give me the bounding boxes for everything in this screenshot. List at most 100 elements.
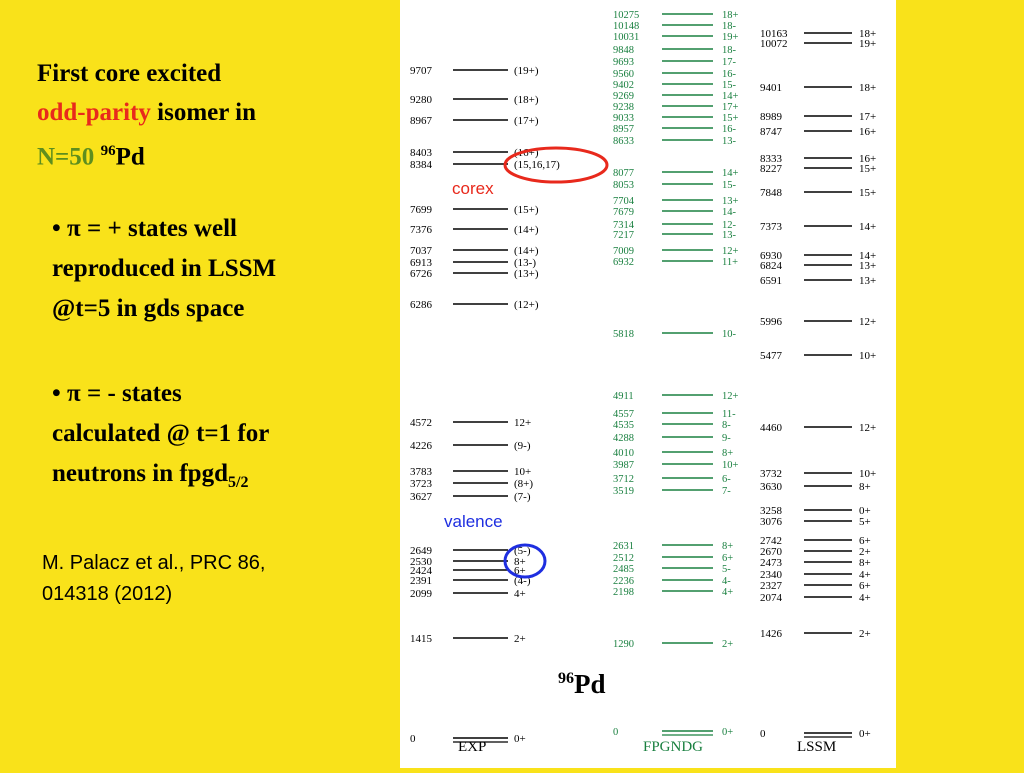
level-spin: 14+ (722, 91, 739, 102)
valence-highlight-circle (503, 543, 547, 579)
level-energy: 2099 (410, 588, 433, 600)
level-spin: 14- (722, 207, 737, 218)
level-energy: 3076 (760, 516, 783, 528)
energy-level: 2391(4-) (410, 575, 531, 587)
level-energy: 10163 (760, 28, 788, 40)
level-energy: 6286 (410, 299, 433, 311)
level-spin: 0+ (859, 728, 871, 740)
title-line-1: First core excited (37, 60, 222, 87)
level-scheme-diagram: 9707(19+)9280(18+)8967(17+)8403(16+)8384… (410, 10, 876, 755)
level-spin: 18+ (859, 28, 876, 40)
level-spin: 0+ (722, 727, 733, 738)
bullet-line: @t=5 in gds space (52, 295, 245, 322)
bullet-marker: • (52, 215, 61, 242)
level-spin: 13- (722, 230, 737, 241)
bullet-marker: • (52, 380, 61, 407)
level-spin: 17+ (859, 111, 876, 123)
level-energy: 8747 (760, 126, 783, 138)
level-spin: 6- (722, 474, 731, 485)
level-energy: 4535 (613, 420, 634, 431)
bullet-negative-parity: • π = - states calculated @ t=1 for neut… (52, 374, 382, 503)
level-energy: 6930 (760, 250, 783, 262)
title-element: Pd (115, 143, 145, 171)
level-energy: 3630 (760, 481, 783, 493)
level-energy: 1426 (760, 628, 783, 640)
level-energy: 7037 (410, 245, 433, 257)
level-spin: (17+) (514, 115, 539, 127)
level-spin: 5- (722, 564, 731, 575)
level-spin: 10- (722, 329, 737, 340)
level-spin: 15+ (859, 163, 876, 175)
level-spin: 15- (722, 80, 737, 91)
level-spin: 2+ (514, 633, 526, 645)
level-energy: 7376 (410, 224, 433, 236)
level-energy: 8384 (410, 159, 433, 171)
level-spin: 4+ (514, 588, 526, 600)
nucleus-label: 96Pd (558, 669, 606, 699)
energy-level: 3627(7-) (410, 491, 531, 503)
level-spin: 8+ (722, 541, 733, 552)
level-energy: 2473 (760, 557, 783, 569)
level-energy: 2327 (760, 580, 783, 592)
column-label-lssm: LSSM (797, 739, 836, 755)
reference-line: M. Palacz et al., PRC 86, (42, 552, 266, 574)
level-energy: 3712 (613, 474, 634, 485)
energy-level: 9402 15- (613, 80, 737, 91)
level-spin: 12+ (859, 422, 876, 434)
level-spin: 4+ (722, 587, 733, 598)
bullet-line: calculated @ t=1 for (52, 420, 270, 447)
level-energy: 7314 (613, 220, 635, 231)
level-energy: 2485 (613, 564, 634, 575)
level-spin: 13+ (859, 275, 876, 287)
level-energy: 3723 (410, 478, 433, 490)
nucleus-mass: 96 (558, 670, 574, 687)
level-spin: 14+ (859, 221, 876, 233)
corex-annotation: corex (452, 179, 494, 198)
level-spin: 16- (722, 124, 737, 135)
energy-level: 4226(9-) (410, 440, 531, 452)
level-spin: 14+ (722, 168, 739, 179)
level-energy: 9280 (410, 94, 433, 106)
energy-level: 3723(8+) (410, 478, 533, 490)
title-n50: N=50 (37, 143, 95, 171)
level-energy: 7679 (613, 207, 634, 218)
energy-level: 7699(15+) (410, 204, 539, 216)
level-spin: 2+ (859, 628, 871, 640)
level-spin: (5-) (514, 545, 531, 557)
level-spin: (18+) (514, 94, 539, 106)
level-energy: 8227 (760, 163, 783, 175)
level-spin: 11+ (722, 257, 738, 268)
bullet-line: reproduced in LSSM (52, 255, 277, 282)
level-spin: 8+ (722, 448, 733, 459)
level-spin: 4+ (859, 569, 871, 581)
level-energy: 8077 (613, 168, 634, 179)
level-energy: 8333 (760, 153, 783, 165)
level-energy: 7217 (613, 230, 634, 241)
level-energy: 2074 (760, 592, 783, 604)
level-energy: 4557 (613, 409, 634, 420)
level-energy: 9402 (613, 80, 634, 91)
level-energy: 10072 (760, 38, 788, 50)
level-energy: 5477 (760, 350, 783, 362)
level-energy: 4572 (410, 417, 432, 429)
level-spin: (14+) (514, 224, 539, 236)
